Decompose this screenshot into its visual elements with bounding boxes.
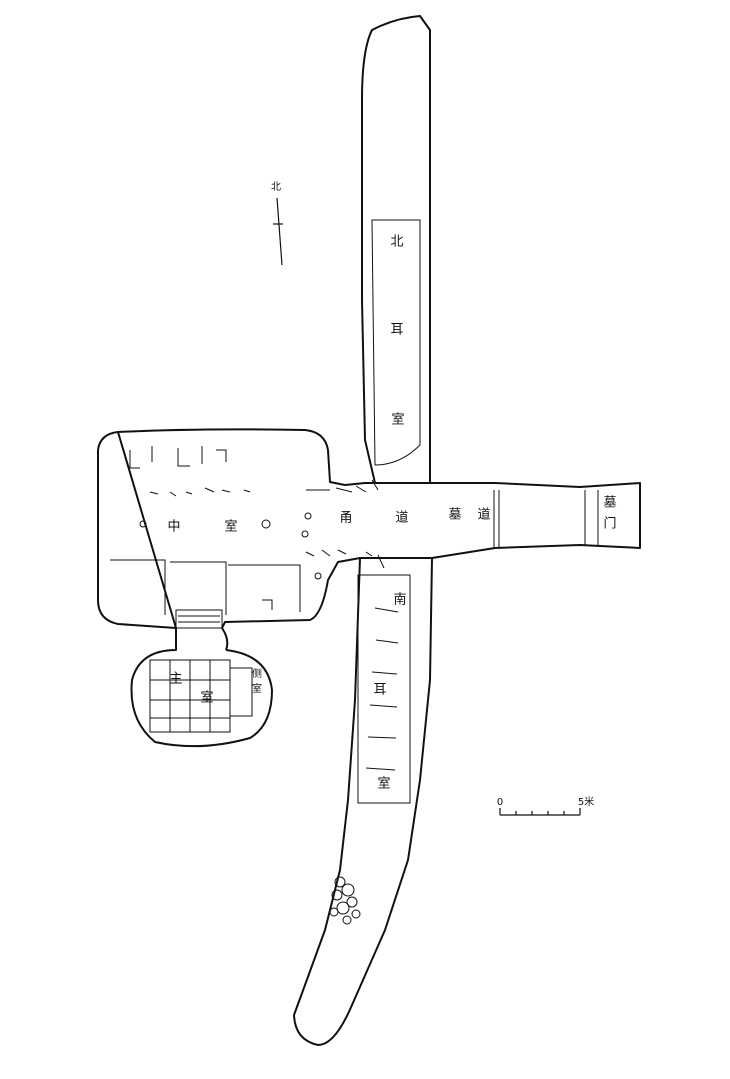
middle-object bbox=[314, 572, 322, 580]
north-ear-label-1: 北 bbox=[390, 234, 404, 250]
mudao-label-1: 墓 bbox=[448, 507, 462, 523]
middle-chamber-label-2: 室 bbox=[224, 519, 238, 535]
side-room-label-1: 侧 bbox=[252, 669, 262, 680]
north-ear-label-3: 室 bbox=[391, 412, 405, 428]
side-room-label-2: 室 bbox=[252, 684, 262, 695]
south-ear-ledges bbox=[365, 607, 399, 771]
scale-start-label: 0 bbox=[496, 797, 504, 808]
middle-chamber-partitions bbox=[110, 559, 301, 615]
main-chamber-grid bbox=[150, 660, 230, 732]
south-ear-inner-platform bbox=[357, 574, 411, 804]
main-chamber-label-1: 主 bbox=[169, 671, 183, 687]
south-side-objects bbox=[262, 549, 385, 610]
scale-end-label: 5米 bbox=[577, 797, 595, 808]
middle-object bbox=[139, 520, 147, 528]
yongdao-label-1: 甬 bbox=[339, 510, 353, 526]
connecting-steps bbox=[175, 609, 223, 629]
rubble-pile bbox=[329, 876, 361, 925]
south-ear-label-3: 室 bbox=[377, 776, 391, 792]
middle-object bbox=[261, 519, 271, 529]
mudao-outline bbox=[430, 482, 641, 559]
north-label: 北 bbox=[271, 182, 281, 193]
mudao-divider bbox=[493, 490, 500, 548]
main-chamber-outline bbox=[130, 628, 273, 748]
middle-chamber-label-1: 中 bbox=[167, 519, 181, 535]
south-ear-label-1: 南 bbox=[393, 592, 407, 608]
north-ear-label-2: 耳 bbox=[390, 322, 404, 338]
scale-bar bbox=[499, 808, 581, 816]
north-side-objects bbox=[306, 479, 379, 493]
middle-object bbox=[304, 512, 312, 520]
south-ear-chamber-outline bbox=[293, 557, 433, 1046]
middle-chamber-outline bbox=[97, 428, 375, 651]
gate-label-2: 门 bbox=[603, 516, 617, 532]
gate-walls bbox=[584, 490, 599, 545]
main-chamber-label-2: 室 bbox=[200, 690, 214, 706]
middle-object bbox=[301, 530, 309, 538]
north-ear-chamber-outline bbox=[361, 15, 431, 484]
gate-label-1: 墓 bbox=[603, 495, 617, 511]
north-ear-inner-platform bbox=[371, 219, 421, 466]
north-arrow bbox=[273, 197, 283, 266]
south-ear-label-2: 耳 bbox=[373, 682, 387, 698]
north-wall-objects bbox=[129, 446, 251, 497]
yongdao-label-2: 道 bbox=[395, 510, 409, 526]
mudao-label-2: 道 bbox=[477, 507, 491, 523]
side-room-box bbox=[229, 667, 253, 717]
